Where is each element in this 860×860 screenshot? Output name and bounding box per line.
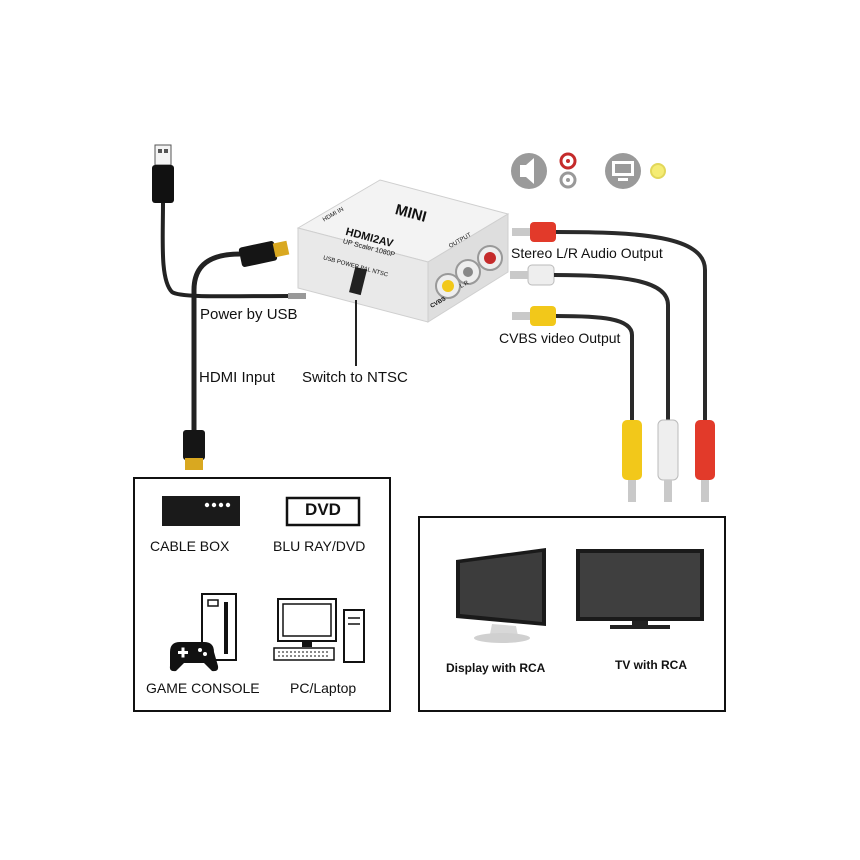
dvd-badge: DVD <box>305 500 341 519</box>
display-label-monitor: Display with RCA <box>446 661 546 675</box>
tv-icon <box>576 549 704 629</box>
callout-audio: Stereo L/R Audio Output <box>511 245 663 261</box>
audio-jack-icon <box>559 152 577 189</box>
callout-video: CVBS video Output <box>499 330 621 346</box>
source-label-game-console: GAME CONSOLE <box>146 680 260 696</box>
source-label-pc: PC/Laptop <box>290 680 357 696</box>
display-label-tv: TV with RCA <box>615 658 687 672</box>
pc-icon <box>273 598 365 663</box>
dvd-player-icon <box>285 496 361 527</box>
source-label-cable-box: CABLE BOX <box>150 538 230 554</box>
usb-cable <box>152 144 306 299</box>
hdmi-cable <box>183 240 290 470</box>
game-console-icon <box>169 593 237 672</box>
monitor-icon <box>456 548 546 643</box>
source-label-bluray: BLU RAY/DVD <box>273 538 366 554</box>
displays-panel <box>418 516 726 712</box>
video-jack-icon <box>650 163 666 179</box>
speaker-icon <box>511 153 547 189</box>
monitor-icon <box>605 153 641 189</box>
callout-power: Power by USB <box>200 306 298 323</box>
rca-cables <box>510 222 715 502</box>
adapter-box <box>296 179 510 323</box>
callout-switch: Switch to NTSC <box>302 369 408 386</box>
sources-panel <box>133 477 391 712</box>
callout-hdmi: HDMI Input <box>199 369 275 386</box>
cable-box-icon <box>162 496 240 526</box>
